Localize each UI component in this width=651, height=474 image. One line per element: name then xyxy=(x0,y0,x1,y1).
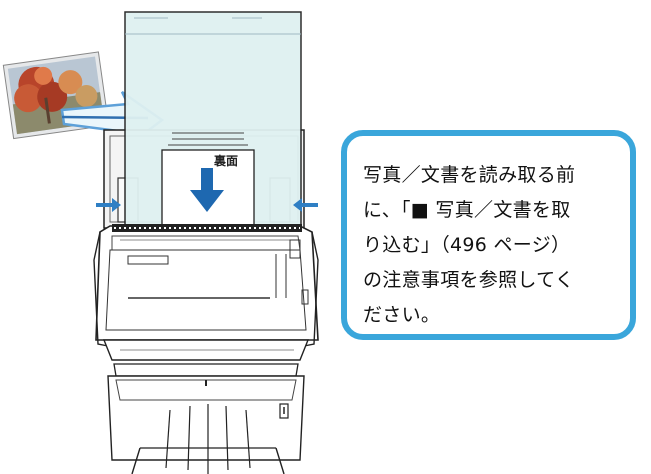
note-line-5: ださい。 xyxy=(363,304,441,326)
insert-arrow xyxy=(190,168,224,212)
note-line-4: の注意事項を参照してく xyxy=(363,269,575,291)
note-line-2: に、「■ 写真／文書を取 xyxy=(363,199,571,221)
output-tray xyxy=(107,363,305,474)
right-guide-arrow xyxy=(293,198,318,212)
note-line-1: 写真／文書を読み取る前 xyxy=(363,164,576,186)
note-callout: 写真／文書を読み取る前 に、「■ 写真／文書を取 り込む」（496 ページ） の… xyxy=(341,130,636,340)
scanner-body xyxy=(93,224,319,361)
left-guide-arrow xyxy=(96,198,121,212)
note-line-3: り込む」（496 ページ） xyxy=(363,234,571,256)
document-label: 裏面 xyxy=(213,153,238,168)
